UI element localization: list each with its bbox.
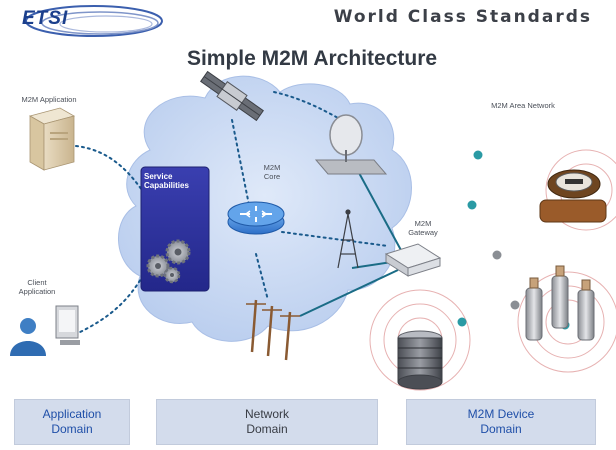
logo-text: ETSI	[22, 8, 69, 29]
router-icon	[227, 201, 285, 235]
network-domain-line-2: Domain	[246, 422, 288, 436]
application-domain-box: Application Domain	[14, 399, 130, 445]
gateway-icon	[384, 243, 442, 277]
utility-meter-icon	[539, 169, 607, 223]
m2m-area-network-label: M2M Area Network	[491, 101, 555, 110]
power-grid-to-gateway-link	[299, 269, 399, 317]
application-domain-line-2: Domain	[51, 422, 93, 436]
m2m-core-label: M2M Core	[263, 163, 281, 181]
antenna-tower-icon	[337, 209, 359, 269]
client-application-label: Client Application	[18, 278, 56, 296]
application-domain-line-1: Application	[42, 407, 102, 421]
device-domain-line-2: Domain	[480, 422, 522, 436]
core-to-gateway-link	[281, 231, 389, 247]
network-domain-box: Network Domain	[156, 399, 378, 445]
satellite-dish-icon	[314, 114, 388, 175]
device-domain-line-1: M2M Device	[467, 407, 535, 421]
wired-links	[299, 159, 403, 317]
satellite-icon	[200, 70, 264, 122]
client-to-service-link	[75, 269, 147, 335]
service-capabilities-label: Service Capabilities	[144, 172, 189, 190]
network-domain-line-1: Network	[244, 407, 289, 421]
dish-to-gateway-link	[351, 159, 403, 253]
antenna-to-gateway-link	[351, 261, 393, 269]
tagline: World Class Standards	[333, 7, 592, 27]
diagram-title: Simple M2M Architecture	[186, 47, 438, 70]
core-to-grid-link	[255, 253, 269, 301]
m2m-application-label: M2M Application	[21, 95, 77, 104]
etsi-logo: ETSI	[8, 2, 178, 48]
application-server-icon	[28, 107, 76, 171]
sensor-cylinders-icon	[525, 265, 595, 341]
client-application-icon	[10, 305, 80, 356]
server-rack-icon	[397, 330, 443, 390]
gears-icon	[146, 239, 191, 284]
service-capabilities-box	[140, 166, 210, 292]
power-grid-icon	[246, 299, 300, 361]
satellite-to-dish-link	[273, 91, 339, 119]
device-domain-box: M2M Device Domain	[406, 399, 596, 445]
m2m-gateway-label: M2M Gateway	[408, 219, 438, 237]
etsi-logo-swoosh	[25, 5, 163, 37]
